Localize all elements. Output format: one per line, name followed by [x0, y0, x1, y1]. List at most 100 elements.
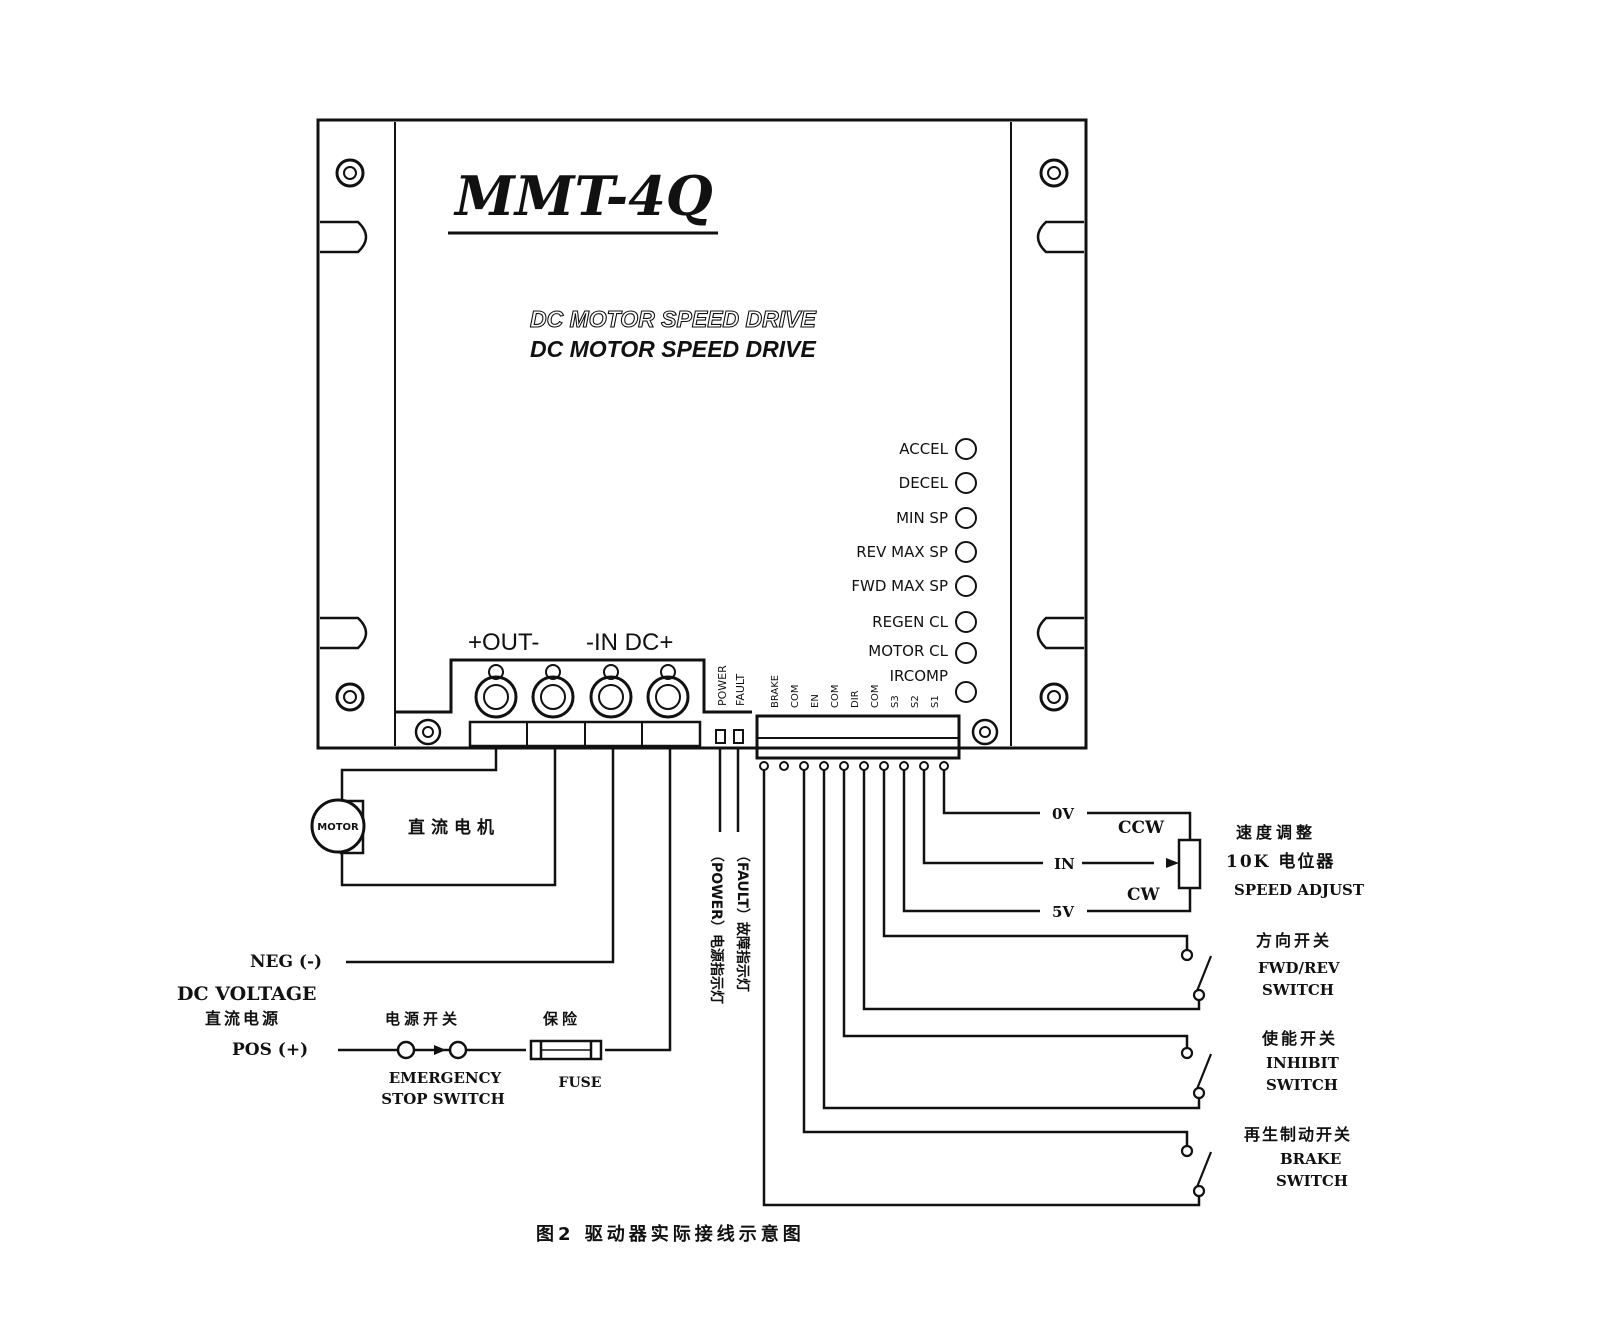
fault-indicator-label: （FAULT）故障指示灯 — [734, 848, 751, 992]
mounting-slot — [320, 220, 368, 254]
trimmer-knob-icon[interactable] — [955, 611, 977, 633]
dir-switch-label-cn: 方向开关 — [1256, 931, 1332, 950]
estop-label-2: STOP SWITCH — [381, 1090, 505, 1108]
fault-led-icon — [733, 729, 744, 744]
trimmer-knob-icon[interactable] — [955, 642, 977, 664]
estop-contact-icon[interactable] — [448, 1040, 468, 1060]
trimmer-panel: ACCEL DECEL MIN SP REV MAX SP FWD MAX SP… — [851, 438, 977, 703]
inhibit-switch-label-2: SWITCH — [1266, 1076, 1338, 1094]
dir-switch-label-2: SWITCH — [1262, 981, 1334, 999]
trimmer-accel: ACCEL — [899, 438, 977, 460]
mounting-slot — [1036, 220, 1084, 254]
trimmer-label: ACCEL — [899, 440, 948, 458]
trimmer-label: DECEL — [899, 474, 949, 492]
signal-pin-label: DIR — [850, 690, 861, 708]
status-leds: POWER FAULT — [715, 665, 747, 744]
signal-pin-label: S1 — [930, 695, 941, 708]
brake-switch-label-1: BRAKE — [1280, 1150, 1341, 1168]
trimmer-motor-cl: MOTOR CL — [868, 642, 977, 664]
estop-contact-icon[interactable] — [396, 1040, 416, 1060]
trimmer-knob-icon[interactable] — [955, 541, 977, 563]
screw-icon — [335, 682, 365, 712]
neg-label: NEG (-) — [250, 952, 322, 972]
trimmer-knob-icon[interactable] — [955, 681, 977, 703]
drive-enclosure — [316, 118, 1088, 750]
mounting-slot — [320, 616, 368, 650]
switch-icon[interactable] — [1180, 948, 1213, 1002]
screw-icon — [1039, 682, 1069, 712]
pos-wire — [605, 748, 672, 1052]
trimmer-knob-icon[interactable] — [955, 472, 977, 494]
ccw-label: CCW — [1118, 818, 1165, 838]
switch-icon[interactable] — [1180, 1144, 1213, 1198]
dir-switch-label-1: FWD/REV — [1258, 959, 1340, 977]
signal-pin-label: BRAKE — [770, 675, 781, 708]
wire-0v — [942, 770, 1040, 815]
brake-switch: 再生制动开关 BRAKE SWITCH — [1180, 1125, 1352, 1198]
terminal-screw-icon — [531, 664, 575, 719]
signal-terminal-block: BRAKE COM EN COM DIR COM S3 S2 S1 — [755, 675, 961, 771]
wire-inhibit — [842, 770, 1189, 1048]
motor-wire-neg — [340, 748, 557, 887]
trimmer-label: MIN SP — [896, 509, 948, 527]
inhibit-switch-label-cn: 使能开关 — [1261, 1029, 1338, 1048]
trimmer-fwd-max-sp: FWD MAX SP — [851, 575, 977, 597]
led-label-fault: FAULT — [734, 673, 747, 706]
cw-label: CW — [1127, 885, 1161, 905]
inhibit-switch: 使能开关 INHIBIT SWITCH — [1180, 1029, 1340, 1100]
screw-icon — [414, 718, 442, 746]
signal-pin-label: COM — [790, 685, 801, 708]
signal-pin-row — [759, 761, 949, 771]
trimmer-decel: DECEL — [899, 472, 977, 494]
dc-voltage-label-cn: 直流电源 — [205, 1009, 281, 1028]
trimmer-label: REV MAX SP — [856, 543, 948, 561]
trimmer-knob-icon[interactable] — [955, 438, 977, 460]
power-terminal-block: +OUT- -IN DC+ — [395, 629, 752, 748]
trimmer-label: IRCOMP — [890, 667, 948, 685]
pot-label-cn-1: 速度调整 — [1236, 823, 1316, 842]
terminal-screw-icon — [589, 664, 633, 719]
power-indicator-label: （POWER）电源指示灯 — [708, 848, 725, 1004]
brake-switch-label-2: SWITCH — [1276, 1172, 1348, 1190]
wire-brake — [802, 770, 1189, 1146]
screw-icon — [971, 718, 999, 746]
led-label-power: POWER — [716, 665, 729, 706]
neg-wire — [346, 748, 615, 964]
switch-icon[interactable] — [1180, 1046, 1213, 1100]
in-terminal-label: -IN DC+ — [586, 629, 673, 656]
trimmer-label: MOTOR CL — [868, 642, 948, 660]
trimmer-label: FWD MAX SP — [851, 577, 948, 595]
figure-caption: 图2 驱动器实际接线示意图 — [536, 1223, 805, 1245]
signal-pin-label: EN — [810, 694, 821, 708]
brake-switch-label-cn: 再生制动开关 — [1244, 1125, 1352, 1144]
motor-symbol-label: MOTOR — [317, 822, 359, 833]
terminal-screw-icon — [474, 664, 518, 719]
inhibit-switch-label-1: INHIBIT — [1266, 1054, 1340, 1072]
trimmer-label: REGEN CL — [872, 613, 948, 631]
fuse-label-cn: 保险 — [542, 1010, 581, 1028]
potentiometer-icon[interactable] — [1177, 838, 1202, 890]
out-terminal-label: +OUT- — [468, 629, 539, 656]
dc-voltage-label: DC VOLTAGE — [177, 983, 317, 1005]
estop-label-cn: 电源开关 — [385, 1010, 461, 1028]
terminal-screw-icon — [646, 664, 690, 719]
mounting-screws — [335, 158, 1069, 746]
trimmer-rev-max-sp: REV MAX SP — [856, 541, 977, 563]
trimmer-knob-icon[interactable] — [955, 507, 977, 529]
pos-label: POS (+) — [232, 1040, 308, 1060]
trimmer-min-sp: MIN SP — [896, 507, 977, 529]
motor: MOTOR 直流电机 — [310, 798, 494, 855]
signal-pin-label: S3 — [890, 695, 901, 708]
pin-0v-label: 0V — [1052, 805, 1074, 823]
model-title: MMT-4Q — [453, 164, 713, 228]
arrow-icon — [434, 1045, 446, 1055]
wiring — [338, 748, 1201, 1207]
indicator-labels: （POWER）电源指示灯 （FAULT）故障指示灯 — [708, 848, 751, 1004]
trimmer-ircomp: IRCOMP — [890, 667, 977, 703]
wire-in — [922, 770, 1043, 865]
trimmer-knob-icon[interactable] — [955, 575, 977, 597]
pot-label-en: SPEED ADJUST — [1234, 881, 1365, 899]
wire-dir — [882, 770, 1189, 950]
mounting-slot — [1036, 616, 1084, 650]
pot-label-cn-2: 10K 电位器 — [1226, 851, 1335, 872]
